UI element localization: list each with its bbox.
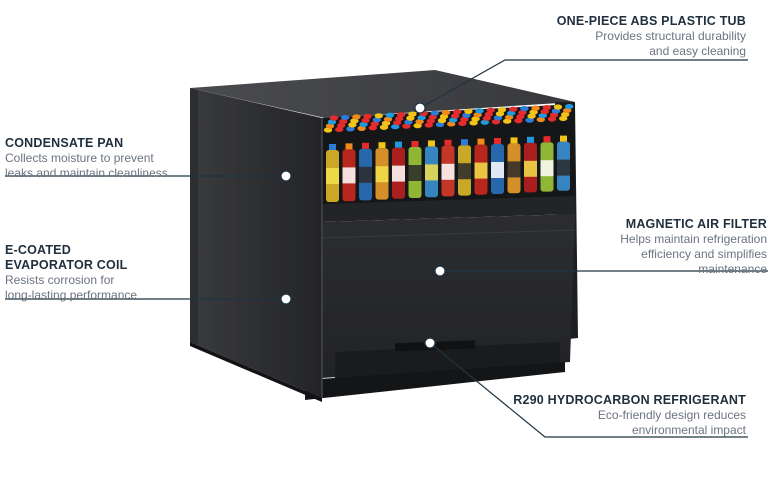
- leader-tub: [419, 59, 748, 109]
- hotspot-condensate[interactable]: [280, 170, 292, 182]
- callout-filter: MAGNETIC AIR FILTER Helps maintain refri…: [547, 217, 767, 277]
- callout-filter-desc: Helps maintain refrigeration efficiency …: [620, 232, 767, 276]
- callout-refrigerant-desc: Eco-friendly design reduces environmenta…: [597, 408, 746, 437]
- callout-evaporator-title: E-COATED EVAPORATOR COIL: [5, 243, 128, 272]
- cabinet-side-panel: [190, 88, 322, 398]
- callout-condensate: CONDENSATE PAN Collects moisture to prev…: [5, 136, 245, 181]
- hotspot-refrigerant[interactable]: [424, 337, 436, 349]
- callout-tub-desc: Provides structural durability and easy …: [595, 29, 746, 58]
- cabinet-top: [190, 70, 575, 118]
- callout-evaporator-desc: Resists corrosion for long-lasting perfo…: [5, 273, 138, 302]
- cabinet-front-panel: [322, 214, 575, 378]
- callout-evaporator: E-COATED EVAPORATOR COIL Resists corrosi…: [5, 243, 245, 303]
- bottle-display: [323, 103, 574, 202]
- callout-tub-title: ONE-PIECE ABS PLASTIC TUB: [556, 14, 746, 28]
- leader-refrigerant: [429, 342, 748, 438]
- callout-condensate-title: CONDENSATE PAN: [5, 136, 124, 150]
- hotspot-evaporator[interactable]: [280, 293, 292, 305]
- callout-tub: ONE-PIECE ABS PLASTIC TUB Provides struc…: [486, 14, 746, 59]
- base-grille: [335, 342, 560, 382]
- callout-condensate-desc: Collects moisture to prevent leaks and m…: [5, 151, 168, 180]
- hotspot-filter[interactable]: [434, 265, 446, 277]
- callout-refrigerant-title: R290 HYDROCARBON REFRIGERANT: [513, 393, 746, 407]
- shelf-lip: [322, 196, 575, 222]
- kick-plate: [305, 362, 565, 400]
- callout-filter-title: MAGNETIC AIR FILTER: [625, 217, 767, 231]
- callout-refrigerant: R290 HYDROCARBON REFRIGERANT Eco-friendl…: [486, 393, 746, 438]
- hotspot-tub[interactable]: [414, 102, 426, 114]
